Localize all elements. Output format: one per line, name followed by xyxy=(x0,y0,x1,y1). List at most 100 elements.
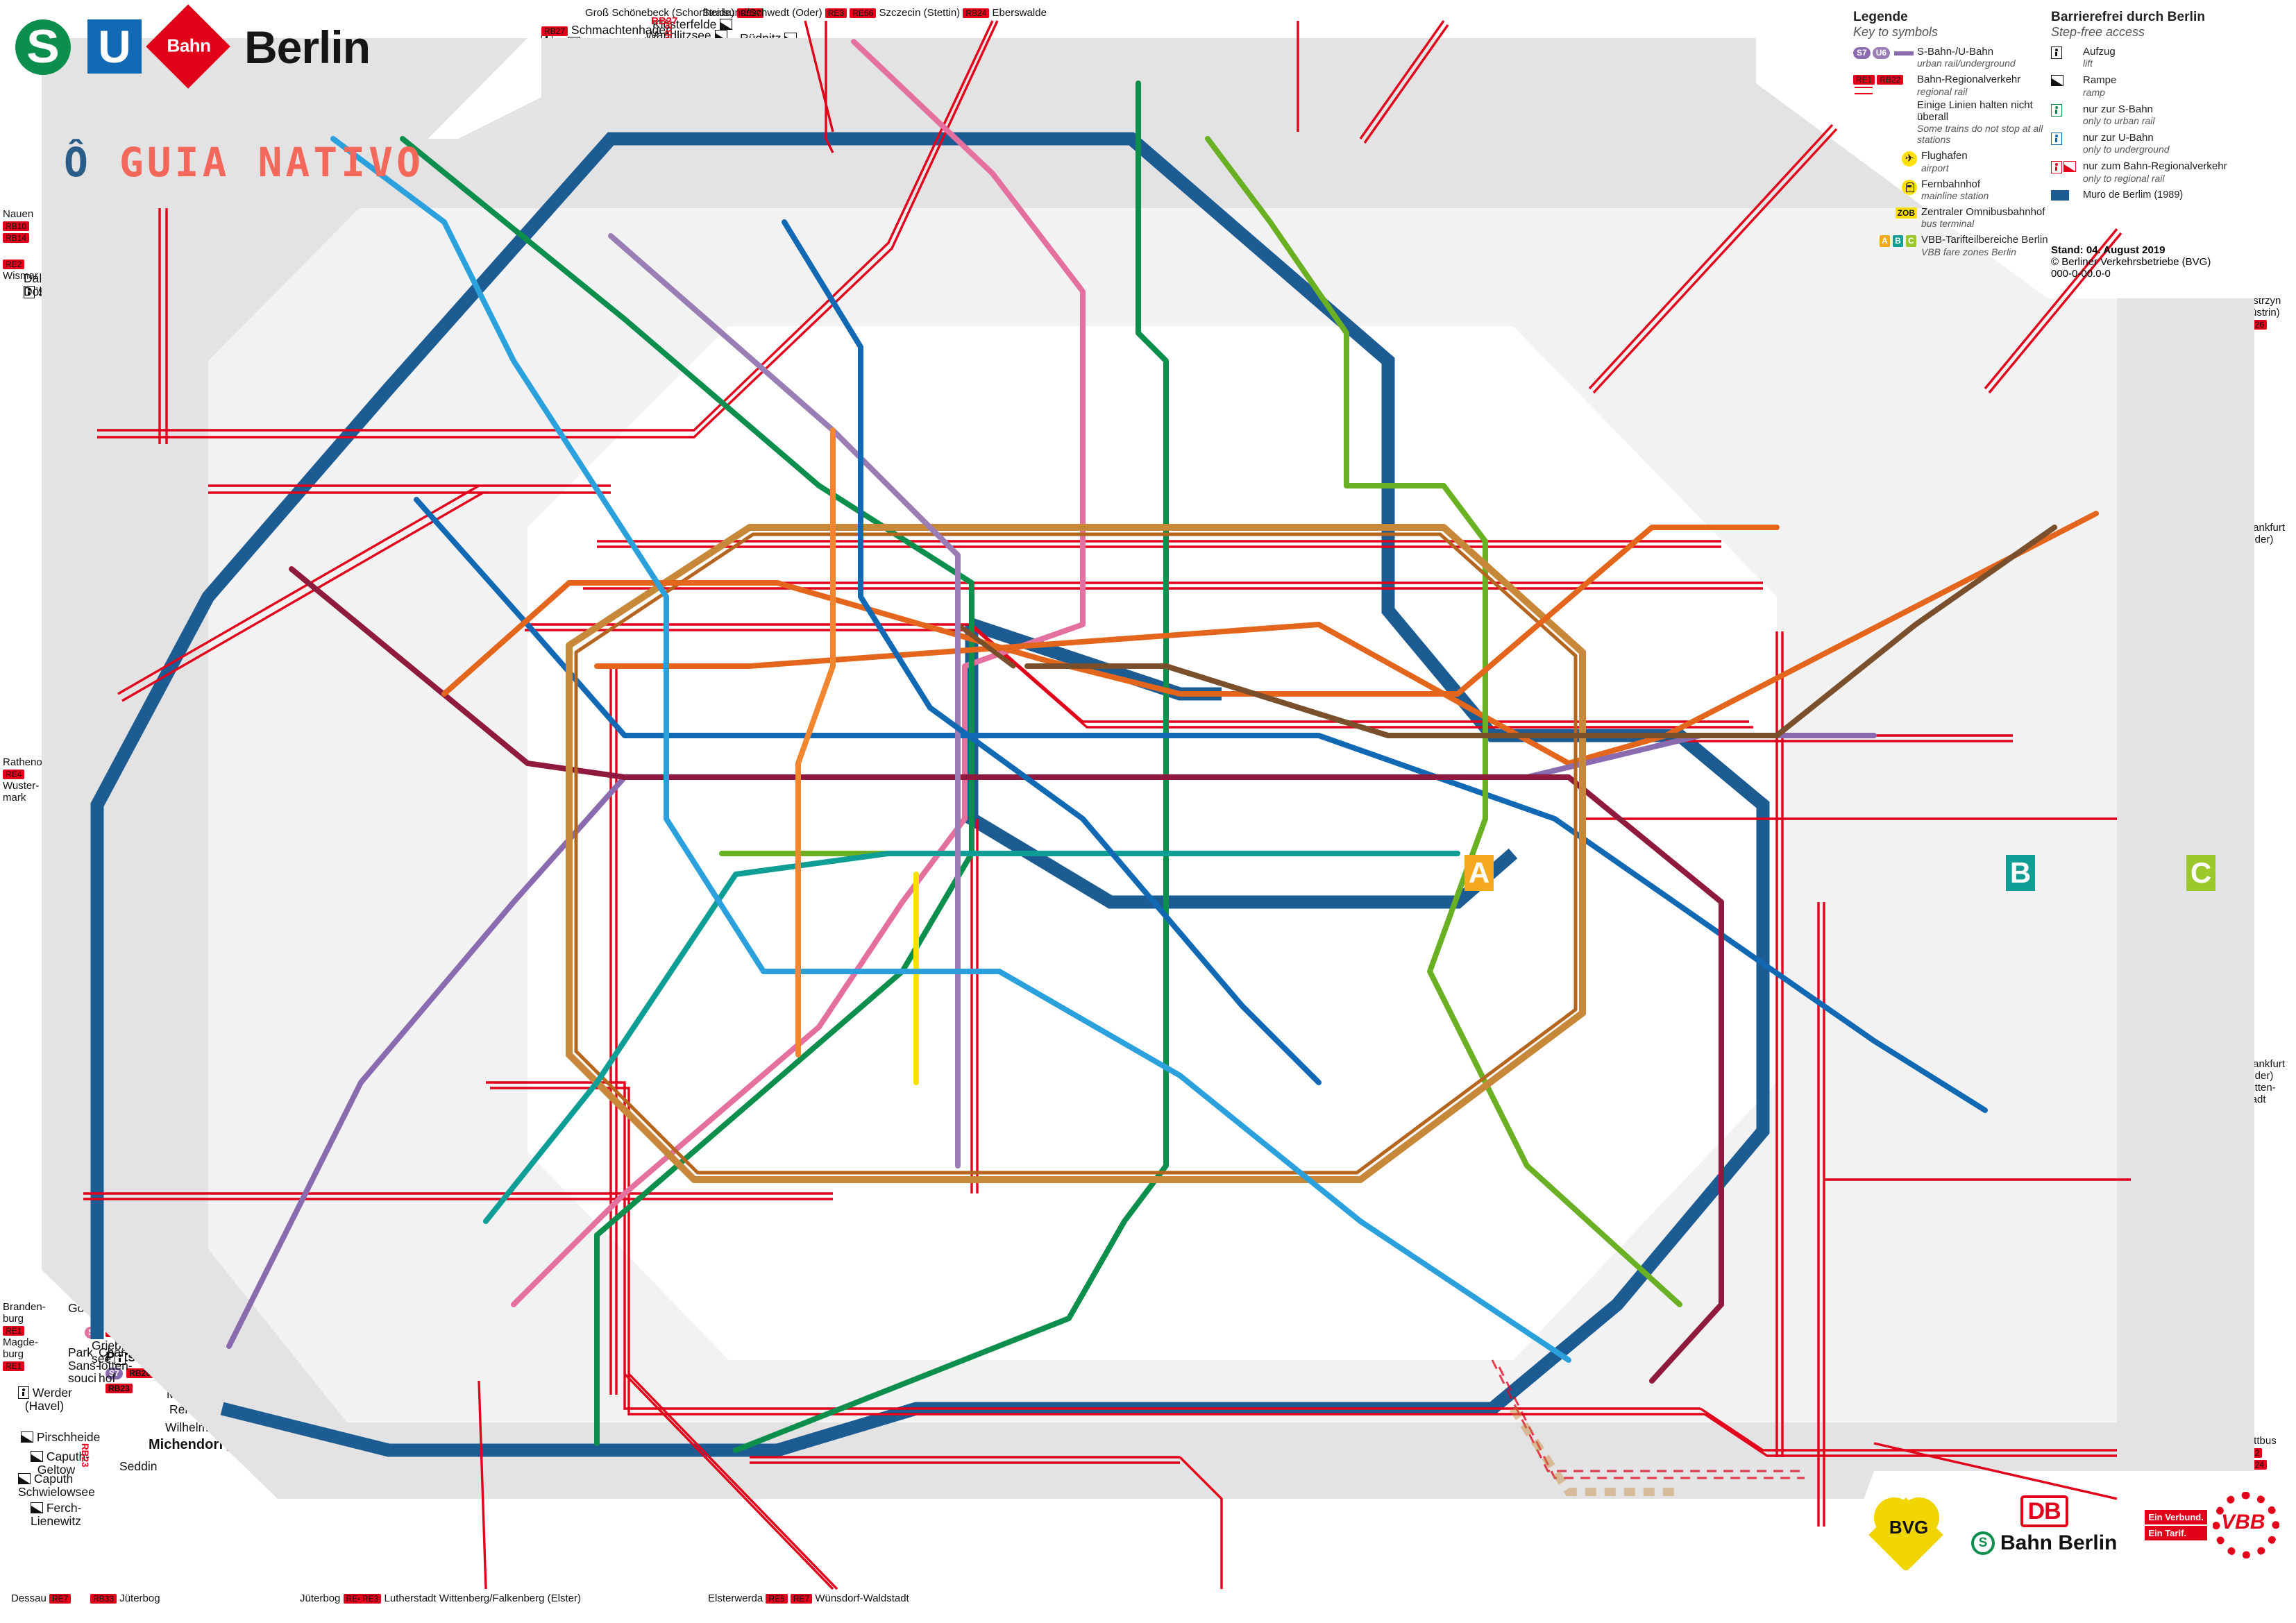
line-badge-rb24: RB24 xyxy=(963,8,990,18)
station-caputh-geltow[interactable]: Caputh- Geltow xyxy=(31,1450,90,1477)
legend-cutout xyxy=(1756,0,2296,298)
station-klosterfelde[interactable]: Klosterfelde xyxy=(652,18,733,31)
vbb-tagline-2: Ein Tarif. xyxy=(2145,1526,2207,1540)
u-bahn-logo-icon: U xyxy=(87,19,142,74)
legend-item-airport: ✈ Flughafen airport xyxy=(1853,150,2061,173)
line-ring xyxy=(566,524,1586,1183)
ramp-icon xyxy=(2051,75,2063,87)
bbi-future-line xyxy=(1510,1406,1680,1496)
station-schmachtenhagen[interactable]: RB27 Schmachtenhagen xyxy=(541,24,673,37)
legend-title: Legende xyxy=(1853,10,1908,24)
legend-sublabel: airport xyxy=(1921,162,1949,173)
zone-chip-c: C xyxy=(1906,235,1916,248)
lift-icon xyxy=(2051,46,2062,59)
legend-sublabel: bus terminal xyxy=(1921,218,1975,230)
access-sublabel: only to underground xyxy=(2083,144,2170,155)
line-badge-re1-b: RE1 xyxy=(3,1326,25,1336)
edge-label-top-3: Groß Schönebeck (Schorfheide) RB27 xyxy=(585,7,764,19)
access-sublabel: ramp xyxy=(2083,86,2105,98)
station-charlottenhof[interactable]: Char-lotten-hof xyxy=(99,1345,133,1386)
line-badge-rb27: RB27 xyxy=(737,8,764,18)
line-u6 xyxy=(608,233,961,1169)
vbb-logo: Ein Verbund. Ein Tarif. VBB xyxy=(2145,1492,2279,1558)
access-sublabel: only to regional rail xyxy=(2083,172,2165,184)
line-badge-re7-b: RE7 xyxy=(790,1594,813,1604)
legend-item-fare-zones: A B C VBB-Tarifteilbereiche Berlin VBB f… xyxy=(1853,234,2061,257)
line-s25 xyxy=(400,136,974,1446)
zone-chip-b: B xyxy=(1893,235,1903,248)
access-item-lift: Aufzug lift xyxy=(2051,46,2294,69)
line-u5 xyxy=(1024,525,2057,738)
line-s1 xyxy=(511,39,1086,1307)
db-logo-icon: DB xyxy=(2020,1495,2068,1527)
line-badge-s7: S7 xyxy=(1853,47,1871,59)
vbb-tagline-1: Ein Verbund. xyxy=(2145,1510,2207,1524)
access-label: nur zur U-Bahn xyxy=(2083,132,2154,144)
line-badge-re1: RE1 xyxy=(1853,75,1875,85)
line-badge-re5-b: RE5 xyxy=(766,1594,788,1604)
line-u7 xyxy=(330,136,1571,1363)
footer-logos: BVG DB S Bahn Berlin Ein Verbund. Ein Ta… xyxy=(1868,1492,2279,1572)
line-u8 xyxy=(782,219,1322,1085)
bvg-logo-icon: BVG xyxy=(1868,1493,1943,1572)
access-item-ramp: Rampe ramp xyxy=(2051,74,2294,98)
line-badge-re3: RE3 xyxy=(825,8,847,18)
imprint-copyright: © Berliner Verkehrsbetriebe (BVG) xyxy=(2051,256,2211,268)
lift-red-icon xyxy=(2051,161,2062,174)
airport-icon: ✈ xyxy=(1902,151,1917,167)
line-badge-re2: RE2 xyxy=(3,260,25,269)
lift-green-icon xyxy=(2051,103,2062,117)
legend-item-mainline: Fernbahnhof mainline station xyxy=(1853,178,2061,201)
edge-label-bottom-wittenberg: RE3 Lutherstadt Wittenberg/Falkenberg (E… xyxy=(360,1592,581,1604)
access-subtitle: Step-free access xyxy=(2051,25,2145,39)
urban-rail-swatch-icon xyxy=(1894,51,1914,56)
watermark-o-guia-nativo: Ô GUIA NATIVO xyxy=(64,139,424,186)
access-item-lift-sbahn: nur zur S-Bahn only to urban rail xyxy=(2051,103,2294,126)
access-label: Rampe xyxy=(2083,74,2117,87)
line-badge-re1-c: RE1 xyxy=(3,1361,25,1371)
access-label: nur zum Bahn-Regionalverkehr xyxy=(2083,160,2227,173)
line-badge-rb14: RB14 xyxy=(3,233,30,243)
access-label: Muro de Berlim (1989) xyxy=(2083,189,2184,201)
station-pirschheide[interactable]: Pirschheide xyxy=(21,1431,100,1444)
access-item-regional-only: nur zum Bahn-Regionalverkehr only to reg… xyxy=(2051,160,2294,184)
access-title: Barrierefrei durch Berlin xyxy=(2051,10,2206,24)
line-s8 xyxy=(1205,136,1682,1307)
line-u9 xyxy=(795,427,836,1057)
map-header: S U Bahn Berlin xyxy=(0,0,527,125)
legend-label: Bahn-Regionalverkehr xyxy=(1917,74,2021,86)
fare-zone-letter-b: B xyxy=(2006,855,2035,891)
access-sublabel: lift xyxy=(2083,58,2093,69)
legend-sublabel: mainline station xyxy=(1921,189,1989,201)
legend-sublabel: VBB fare zones Berlin xyxy=(1921,246,2016,257)
ramp-red-icon xyxy=(2063,161,2076,173)
edge-label-left-nauen: Nauen RB10 RB14 xyxy=(3,208,34,243)
route-label-rb27-b: RB27 xyxy=(651,15,678,27)
access-label: nur zur S-Bahn xyxy=(2083,103,2153,115)
line-badge-re3-b: RE3 xyxy=(360,1594,382,1604)
legend-sublabel: regional rail xyxy=(1917,85,1968,97)
step-free-access-panel: Barrierefrei durch Berlin Step-free acce… xyxy=(2051,10,2294,206)
line-badge-rb33: RB33 xyxy=(90,1594,117,1604)
legend-panel: Legende Key to symbols S7 U6 S-Bahn-/U-B… xyxy=(1853,10,2061,262)
line-badge-re66: RE66 xyxy=(850,8,877,18)
vbb-mark-icon: VBB xyxy=(2212,1492,2279,1558)
station-werder[interactable]: Werder (Havel) xyxy=(18,1386,72,1413)
edge-label-bottom-rb13: RB33 Jüterbog xyxy=(90,1592,160,1604)
imprint-block: Stand: 04. August 2019 © Berliner Verkeh… xyxy=(2051,244,2211,280)
access-label: Aufzug xyxy=(2083,46,2116,58)
legend-item-urban-rail: S7 U6 S-Bahn-/U-Bahn urban rail/undergro… xyxy=(1853,46,2061,69)
edge-label-top-4: Stralsund/Schwedt (Oder) RE3 RE66 Szczec… xyxy=(702,7,1047,19)
bahn-diamond-logo-icon: Bahn xyxy=(146,4,230,89)
legend-item-regional-rail: RE1 RB22 Bahn-Regionalverkehr regional r… xyxy=(1853,74,2061,145)
station-seddin[interactable]: Seddin xyxy=(119,1459,158,1473)
wall-swatch-icon xyxy=(2051,189,2069,201)
footer-cutout xyxy=(1818,1471,2296,1623)
line-badge-u6: U6 xyxy=(1872,47,1891,59)
station-ferch-lienewitz[interactable]: Ferch-Lienewitz xyxy=(31,1501,82,1528)
zob-icon: ZOB xyxy=(1895,207,1917,219)
